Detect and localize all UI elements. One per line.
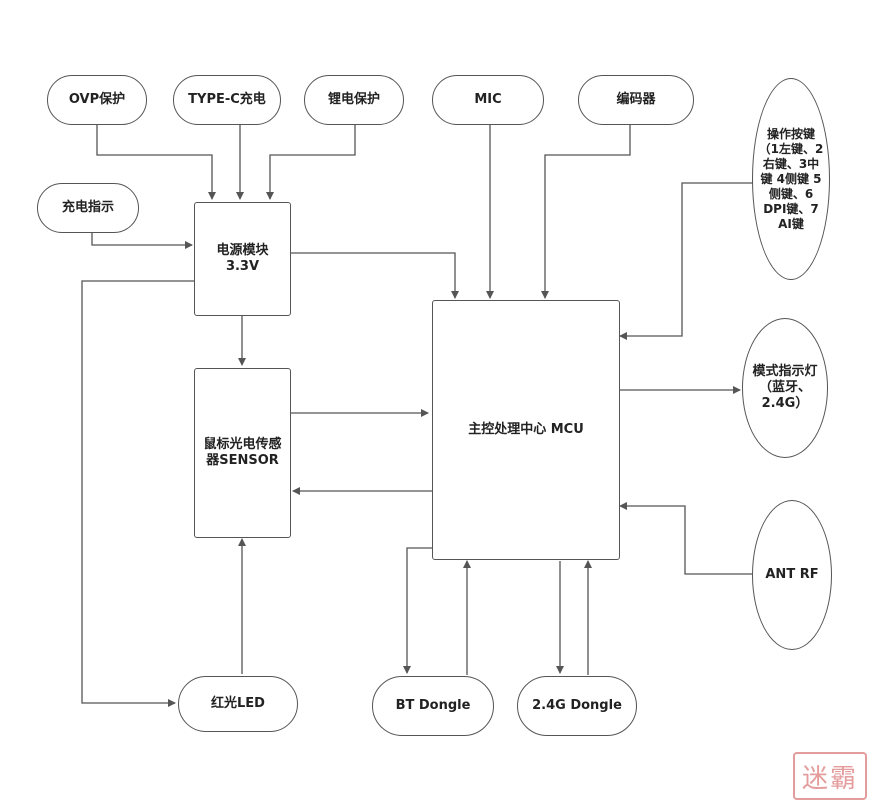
node-mode-led: 模式指示灯 （蓝牙、 2.4G） <box>742 318 828 458</box>
node-charge-indicator: 充电指示 <box>37 183 139 233</box>
node-lithium: 锂电保护 <box>304 75 404 125</box>
node-ant-rf: ANT RF <box>752 500 832 650</box>
watermark-logo: 迷霸 <box>793 752 867 800</box>
edge-charge-power <box>91 232 193 249</box>
node-bt-dongle: BT Dongle <box>372 676 494 736</box>
edge-encoder-mcu <box>541 124 631 299</box>
node-sensor: 鼠标光电传感 器SENSOR <box>194 368 291 538</box>
node-mcu: 主控处理中心 MCU <box>432 300 620 560</box>
node-buttons: 操作按键 （1左键、2 右键、3中 键 4侧键 5 侧键、6 DPI键、7 AI… <box>752 78 830 280</box>
node-encoder: 编码器 <box>578 75 694 125</box>
edge-ant-mcu <box>619 502 752 575</box>
node-typec: TYPE-C充电 <box>173 75 281 125</box>
edge-ovp-power <box>96 124 216 200</box>
edge-power-mcu <box>291 252 459 299</box>
edge-power-redled <box>81 280 194 707</box>
node-24g-dongle: 2.4G Dongle <box>517 676 637 736</box>
edge-lithium-power <box>266 124 356 200</box>
edge-mcu-bt <box>403 547 432 674</box>
node-red-led: 红光LED <box>178 676 298 732</box>
edge-buttons-mcu <box>619 182 754 340</box>
node-power-module: 电源模块 3.3V <box>194 202 291 316</box>
node-mic: MIC <box>432 75 544 125</box>
node-ovp: OVP保护 <box>47 75 147 125</box>
